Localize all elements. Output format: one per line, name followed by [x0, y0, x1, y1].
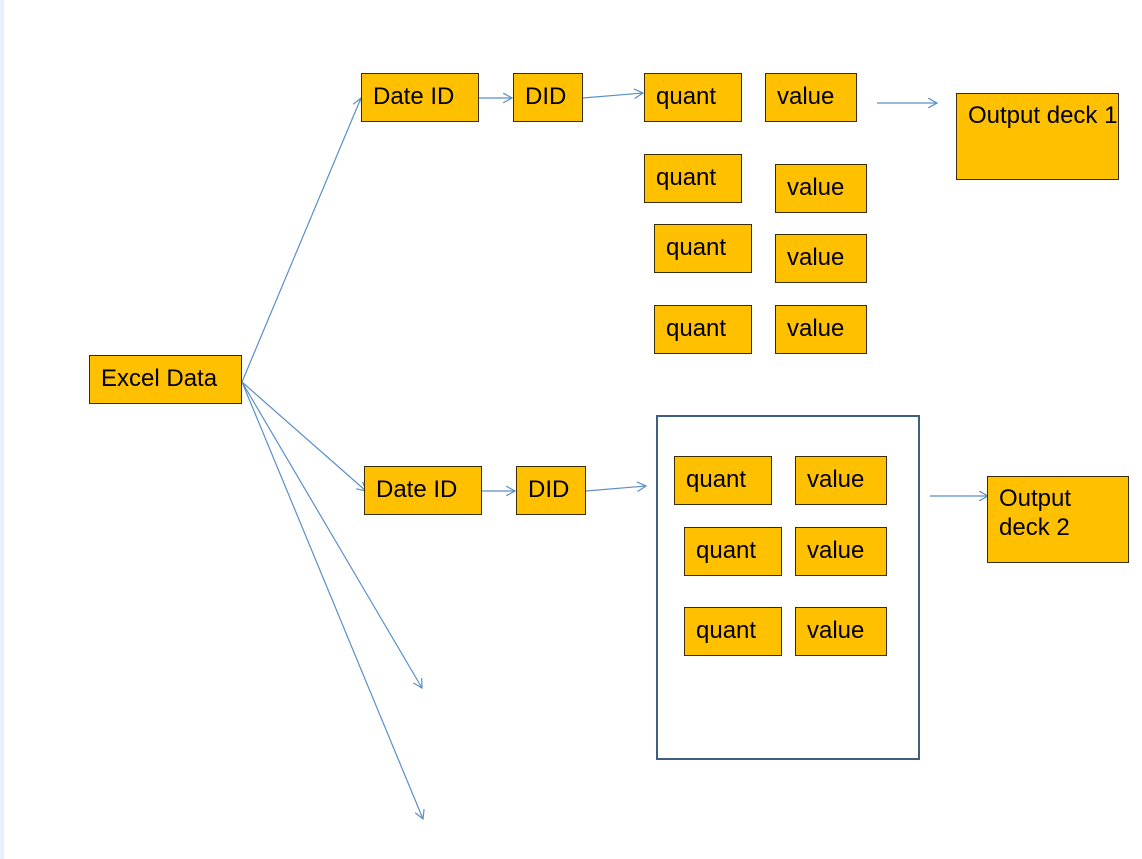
date-id-node-1: Date ID [361, 73, 479, 122]
group-frame [656, 415, 920, 760]
arrow-did-1-to-quant-1-line [582, 92, 644, 99]
value-node-2b: value [795, 527, 887, 576]
quant-node-2b: quant [684, 527, 782, 576]
arrow-value-row-1-to-output-1-head [927, 97, 939, 109]
arrow-excel-to-date-id-1-line [241, 97, 362, 383]
excel-data-node: Excel Data [89, 355, 242, 404]
quant-node-1d: quant [654, 305, 752, 354]
value-node-1d: value [775, 305, 867, 354]
arrow-date-id-2-to-did-2-head [505, 485, 517, 497]
output-deck-1-node: Output deck 1 [956, 93, 1119, 180]
output-deck-2-node: Output deck 2 [987, 476, 1129, 563]
did-node-2: DID [516, 466, 586, 515]
value-node-1c: value [775, 234, 867, 283]
arrow-excel-branch-3-line [241, 381, 423, 689]
value-node-2a: value [795, 456, 887, 505]
quant-node-2c: quant [684, 607, 782, 656]
value-node-2c: value [795, 607, 887, 656]
left-edge-strip [0, 0, 4, 859]
arrow-excel-branch-4-head [414, 808, 425, 821]
arrow-excel-branch-3-head [413, 677, 423, 690]
did-node-1: DID [513, 73, 583, 122]
arrow-date-id-1-to-did-1-head [502, 92, 514, 104]
arrow-did-2-to-group-head [636, 481, 648, 493]
value-node-1b: value [775, 164, 867, 213]
arrow-excel-branch-4-line [241, 381, 424, 820]
quant-node-1b: quant [644, 154, 742, 203]
value-node-1a: value [765, 73, 857, 122]
quant-node-2a: quant [674, 456, 772, 505]
quant-node-1c: quant [654, 224, 752, 273]
arrow-excel-to-date-id-2-line [241, 381, 367, 492]
arrow-did-1-to-quant-1-head [633, 88, 645, 100]
arrow-did-2-to-group-line [585, 485, 647, 492]
date-id-node-2: Date ID [364, 466, 482, 515]
quant-node-1a: quant [644, 73, 742, 122]
